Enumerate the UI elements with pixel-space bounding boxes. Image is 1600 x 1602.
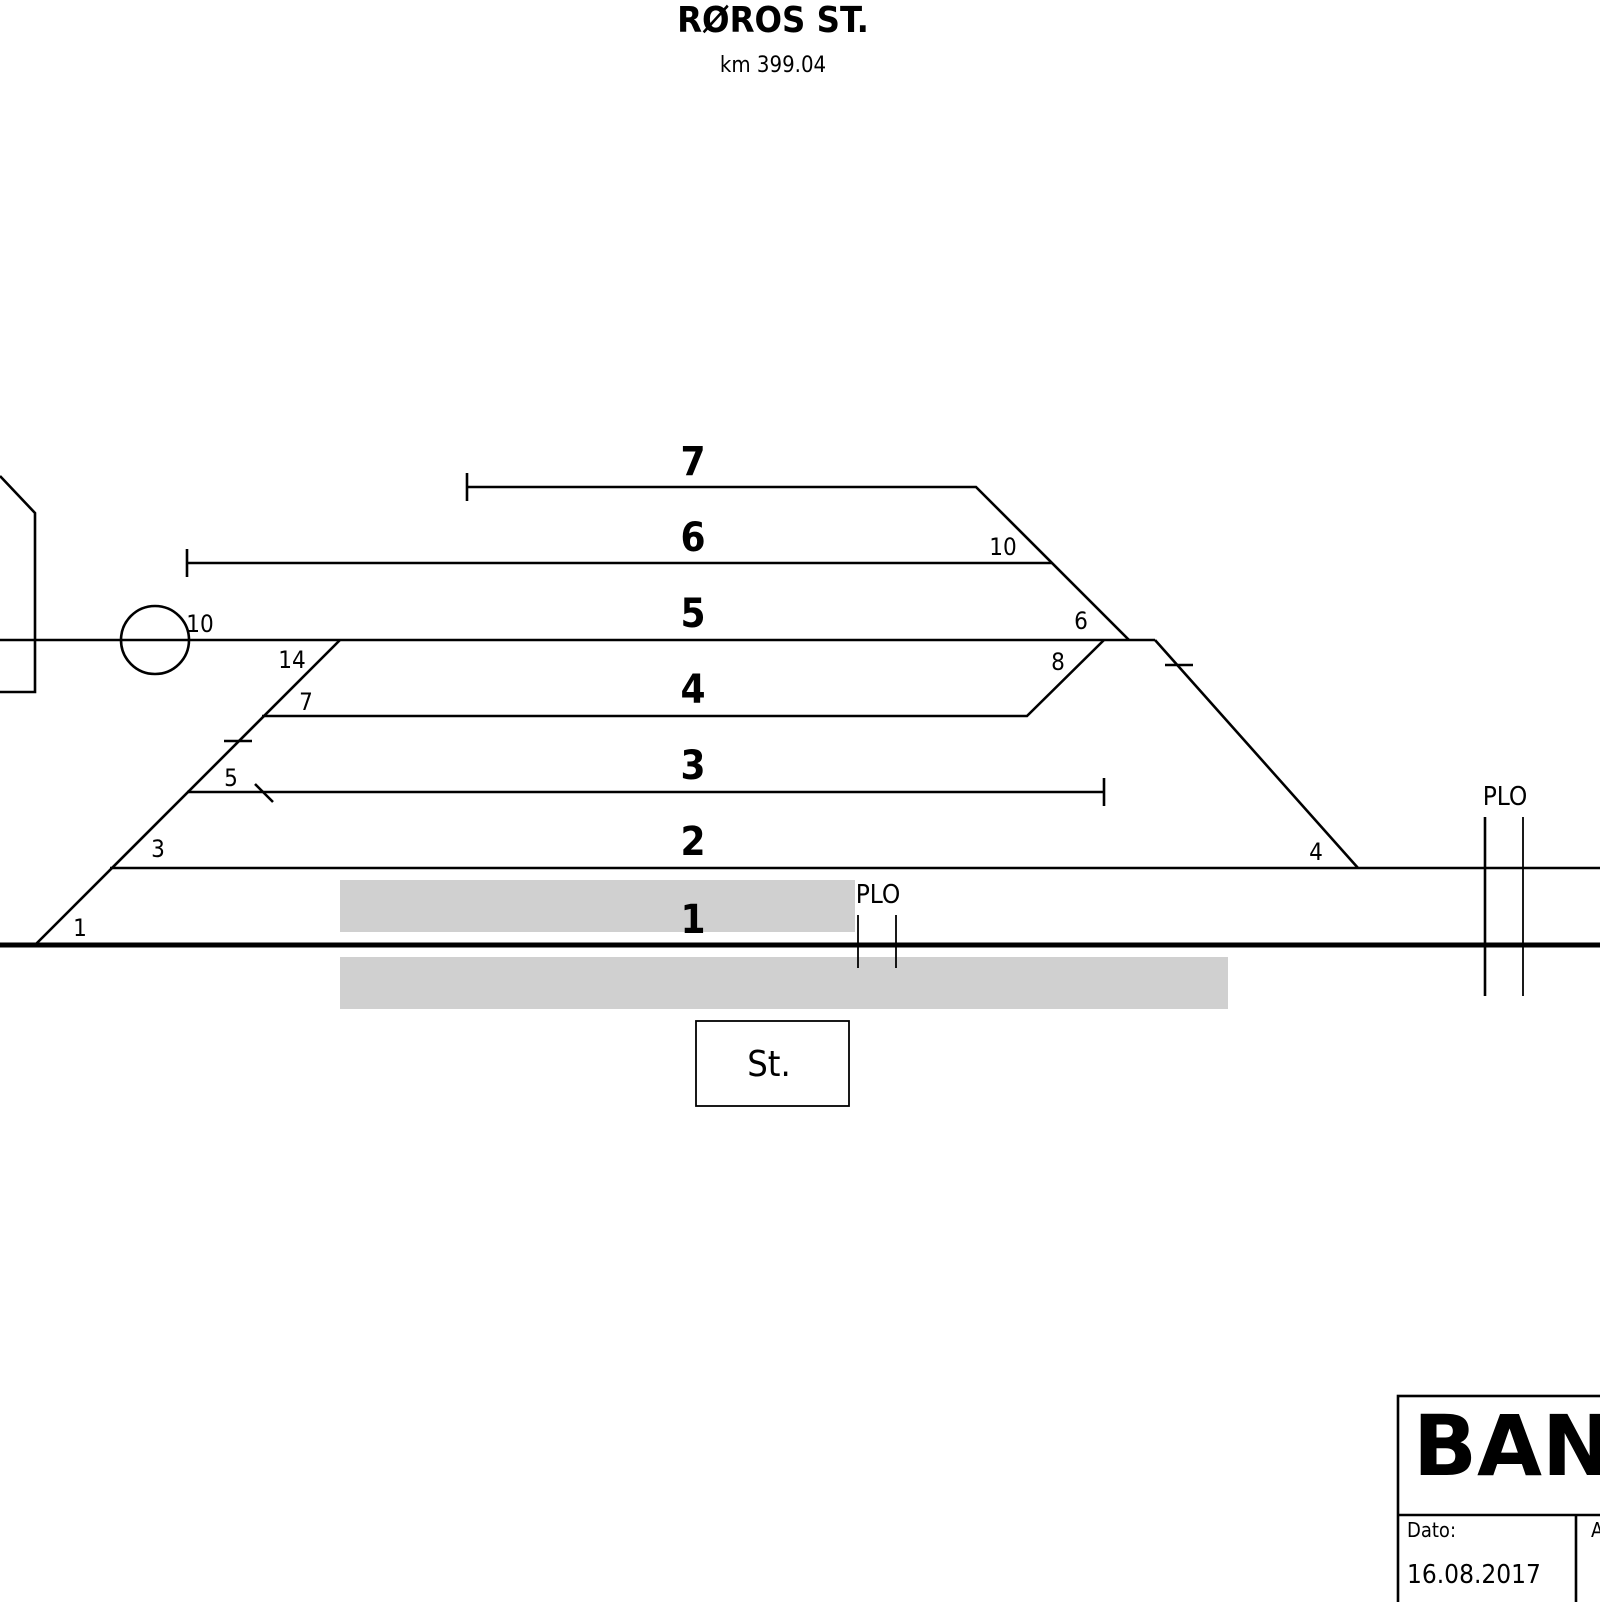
switch-number-14: 14	[278, 646, 305, 674]
track-7-line	[467, 485, 1130, 641]
title-block-frame	[1396, 1394, 1600, 1602]
track-4-line	[262, 639, 1105, 718]
fouling-mark-track-3	[254, 783, 274, 803]
track-number-1: 1	[680, 897, 705, 943]
engine-shed	[0, 475, 37, 694]
switch-number-8: 8	[1051, 648, 1065, 676]
track-number-2: 2	[680, 819, 705, 865]
switch-number-6: 6	[1074, 607, 1088, 635]
track-number-5: 5	[680, 591, 705, 637]
switch-number-1: 1	[73, 914, 87, 942]
station-building	[695, 1020, 850, 1107]
left-ladder-diagonal	[34, 639, 341, 946]
title-block: BANE NOR Dato: 16.08.2017 A	[1396, 1394, 1600, 1602]
track-number-4: 4	[680, 667, 705, 713]
track-number-7: 7	[680, 439, 705, 485]
right-ladder-diagonal	[1154, 639, 1359, 869]
date-value: 16.08.2017	[1407, 1560, 1541, 1590]
switch-number-7: 7	[299, 688, 313, 716]
plo-label-east: PLO	[1483, 782, 1528, 812]
station-building-label: St.	[747, 1044, 791, 1085]
switch-number-4: 4	[1309, 838, 1323, 866]
next-field-label: A	[1591, 1518, 1600, 1542]
track-number-6: 6	[680, 515, 705, 561]
company-logo: BANE NOR	[1413, 1397, 1600, 1495]
switch-number-10: 10	[989, 533, 1016, 561]
platform-track-1-north	[340, 880, 855, 932]
station-title: RØROS ST.	[677, 0, 869, 41]
station-km: km 399.04	[720, 53, 826, 78]
track-number-3: 3	[680, 743, 705, 789]
switch-number-10-turntable: 10	[186, 610, 213, 638]
platform-track-1-south	[340, 957, 1228, 1009]
switch-number-5: 5	[224, 764, 238, 792]
plo-label-platform: PLO	[856, 880, 901, 910]
date-label: Dato:	[1407, 1518, 1456, 1542]
switch-number-3: 3	[151, 835, 165, 863]
